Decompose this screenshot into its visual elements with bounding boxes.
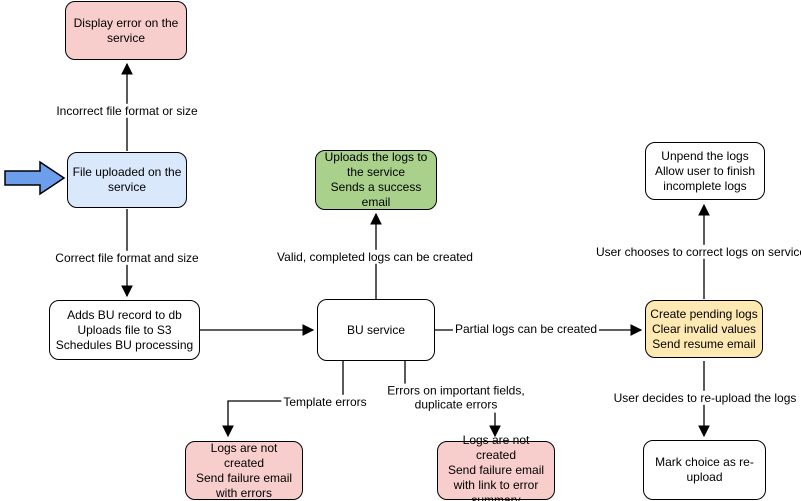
- edge-label-user-correct: User chooses to correct logs on service: [593, 244, 801, 260]
- edge-label-user-reupload: User decides to re-upload the logs: [611, 390, 799, 406]
- node-uploads-logs: Uploads the logs to the service Sends a …: [315, 150, 437, 210]
- edge-label-important-field-errors: Errors on important fields, duplicate er…: [379, 383, 533, 413]
- node-display-error: Display error on the service: [65, 1, 187, 60]
- entry-arrow-icon: [4, 160, 66, 196]
- edge-label-incorrect-file: Incorrect file format or size: [54, 103, 200, 119]
- node-create-pending-logs: Create pending logs Clear invalid values…: [645, 300, 763, 358]
- node-file-uploaded: File uploaded on the service: [67, 152, 187, 208]
- node-logs-not-created-errors: Logs are not created Send failure email …: [185, 441, 303, 500]
- node-adds-bu-record: Adds BU record to db Uploads file to S3 …: [49, 300, 200, 360]
- edge-label-valid-logs: Valid, completed logs can be created: [275, 249, 475, 265]
- node-unpend-logs: Unpend the logs Allow user to finish inc…: [645, 142, 765, 200]
- node-logs-not-created-summary: Logs are not created Send failure email …: [437, 433, 555, 501]
- edge-label-correct-file: Correct file format and size: [53, 250, 201, 266]
- node-bu-service: BU service: [317, 299, 435, 361]
- edge-label-partial-logs: Partial logs can be created: [452, 321, 600, 337]
- edge-label-template-errors: Template errors: [281, 394, 369, 410]
- node-mark-choice-reupload: Mark choice as re-upload: [643, 440, 766, 500]
